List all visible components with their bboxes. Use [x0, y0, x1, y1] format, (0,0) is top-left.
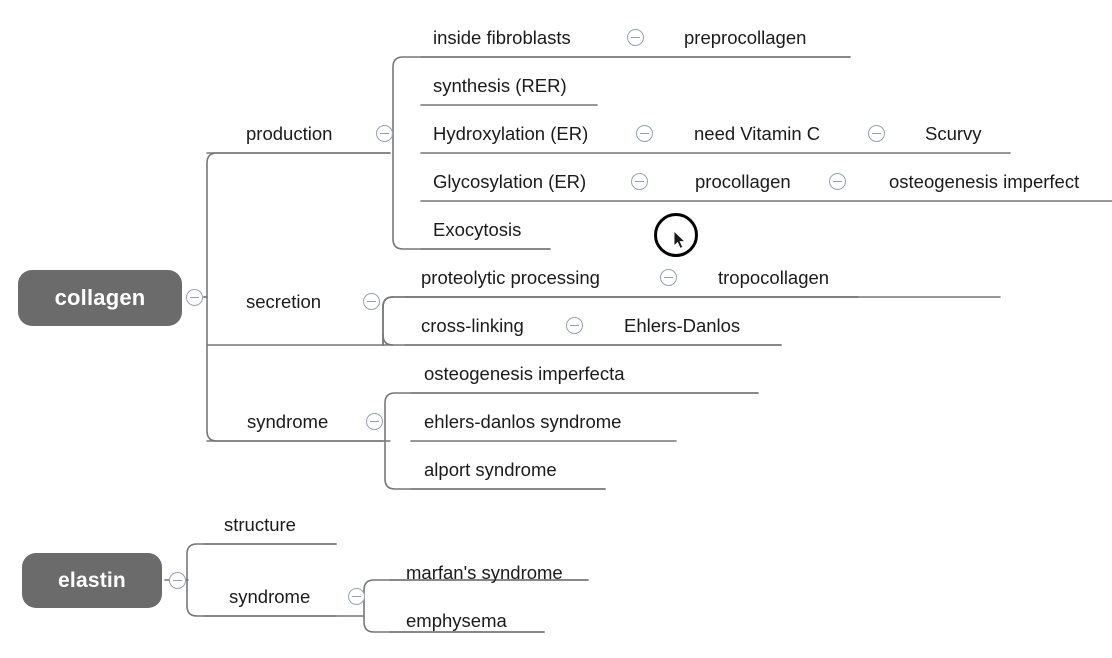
- collapse-icon-hydroxylation-er[interactable]: [636, 125, 653, 142]
- root-node-elastin[interactable]: elastin: [22, 553, 162, 608]
- branch-label-syndrome-elastin[interactable]: syndrome: [229, 586, 311, 607]
- collapse-icon-syndrome-elastin[interactable]: [348, 588, 365, 605]
- node-proteolytic-processing[interactable]: proteolytic processing: [421, 267, 600, 288]
- node-alport-syndrome[interactable]: alport syndrome: [424, 459, 557, 480]
- collapse-icon-syndrome-collagen[interactable]: [366, 413, 383, 430]
- branch-label-secretion[interactable]: secretion: [246, 291, 322, 312]
- node-ehlers-danlos[interactable]: Ehlers-Danlos: [624, 315, 741, 336]
- root-node-collagen-label: collagen: [54, 285, 146, 310]
- collapse-icon-need-vitamin-c[interactable]: [868, 125, 885, 142]
- collapse-icon-inside-fibroblasts[interactable]: [627, 29, 644, 46]
- node-preprocollagen[interactable]: preprocollagen: [684, 27, 807, 48]
- node-inside-fibroblasts[interactable]: inside fibroblasts: [433, 27, 571, 48]
- collapse-icon-collagen[interactable]: [186, 289, 203, 306]
- collapse-icon-procollagen[interactable]: [829, 173, 846, 190]
- node-osteogenesis-imperfecta-clipped[interactable]: osteogenesis imperfect: [889, 171, 1080, 192]
- node-osteogenesis-imperfecta[interactable]: osteogenesis imperfecta: [424, 363, 625, 384]
- node-procollagen[interactable]: procollagen: [695, 171, 791, 192]
- root-node-collagen[interactable]: collagen: [18, 270, 182, 326]
- collapse-icon-production[interactable]: [376, 125, 393, 142]
- branch-label-structure[interactable]: structure: [224, 514, 296, 535]
- node-need-vitamin-c[interactable]: need Vitamin C: [694, 123, 821, 144]
- click-highlight-circle: [654, 213, 698, 257]
- node-emphysema[interactable]: emphysema: [406, 610, 507, 631]
- branch-label-syndrome-collagen[interactable]: syndrome: [247, 411, 329, 432]
- collapse-icon-elastin[interactable]: [169, 572, 186, 589]
- node-tropocollagen[interactable]: tropocollagen: [718, 267, 830, 288]
- node-marfans-syndrome[interactable]: marfan's syndrome: [406, 562, 563, 583]
- branch-label-production[interactable]: production: [246, 123, 333, 144]
- node-hydroxylation-er[interactable]: Hydroxylation (ER): [433, 123, 589, 144]
- root-node-elastin-label: elastin: [58, 568, 126, 592]
- mouse-cursor-icon: [673, 230, 687, 249]
- node-ehlers-danlos-syndrome[interactable]: ehlers-danlos syndrome: [424, 411, 622, 432]
- node-cross-linking[interactable]: cross-linking: [421, 315, 524, 336]
- collapse-icon-proteolytic-processing[interactable]: [660, 269, 677, 286]
- node-synthesis-rer[interactable]: synthesis (RER): [433, 75, 567, 96]
- node-scurvy[interactable]: Scurvy: [925, 123, 982, 144]
- collapse-icon-secretion[interactable]: [363, 293, 380, 310]
- node-exocytosis[interactable]: Exocytosis: [433, 219, 522, 240]
- collapse-icon-cross-linking[interactable]: [566, 317, 583, 334]
- node-glycosylation-er[interactable]: Glycosylation (ER): [433, 171, 587, 192]
- collapse-icon-glycosylation-er[interactable]: [631, 173, 648, 190]
